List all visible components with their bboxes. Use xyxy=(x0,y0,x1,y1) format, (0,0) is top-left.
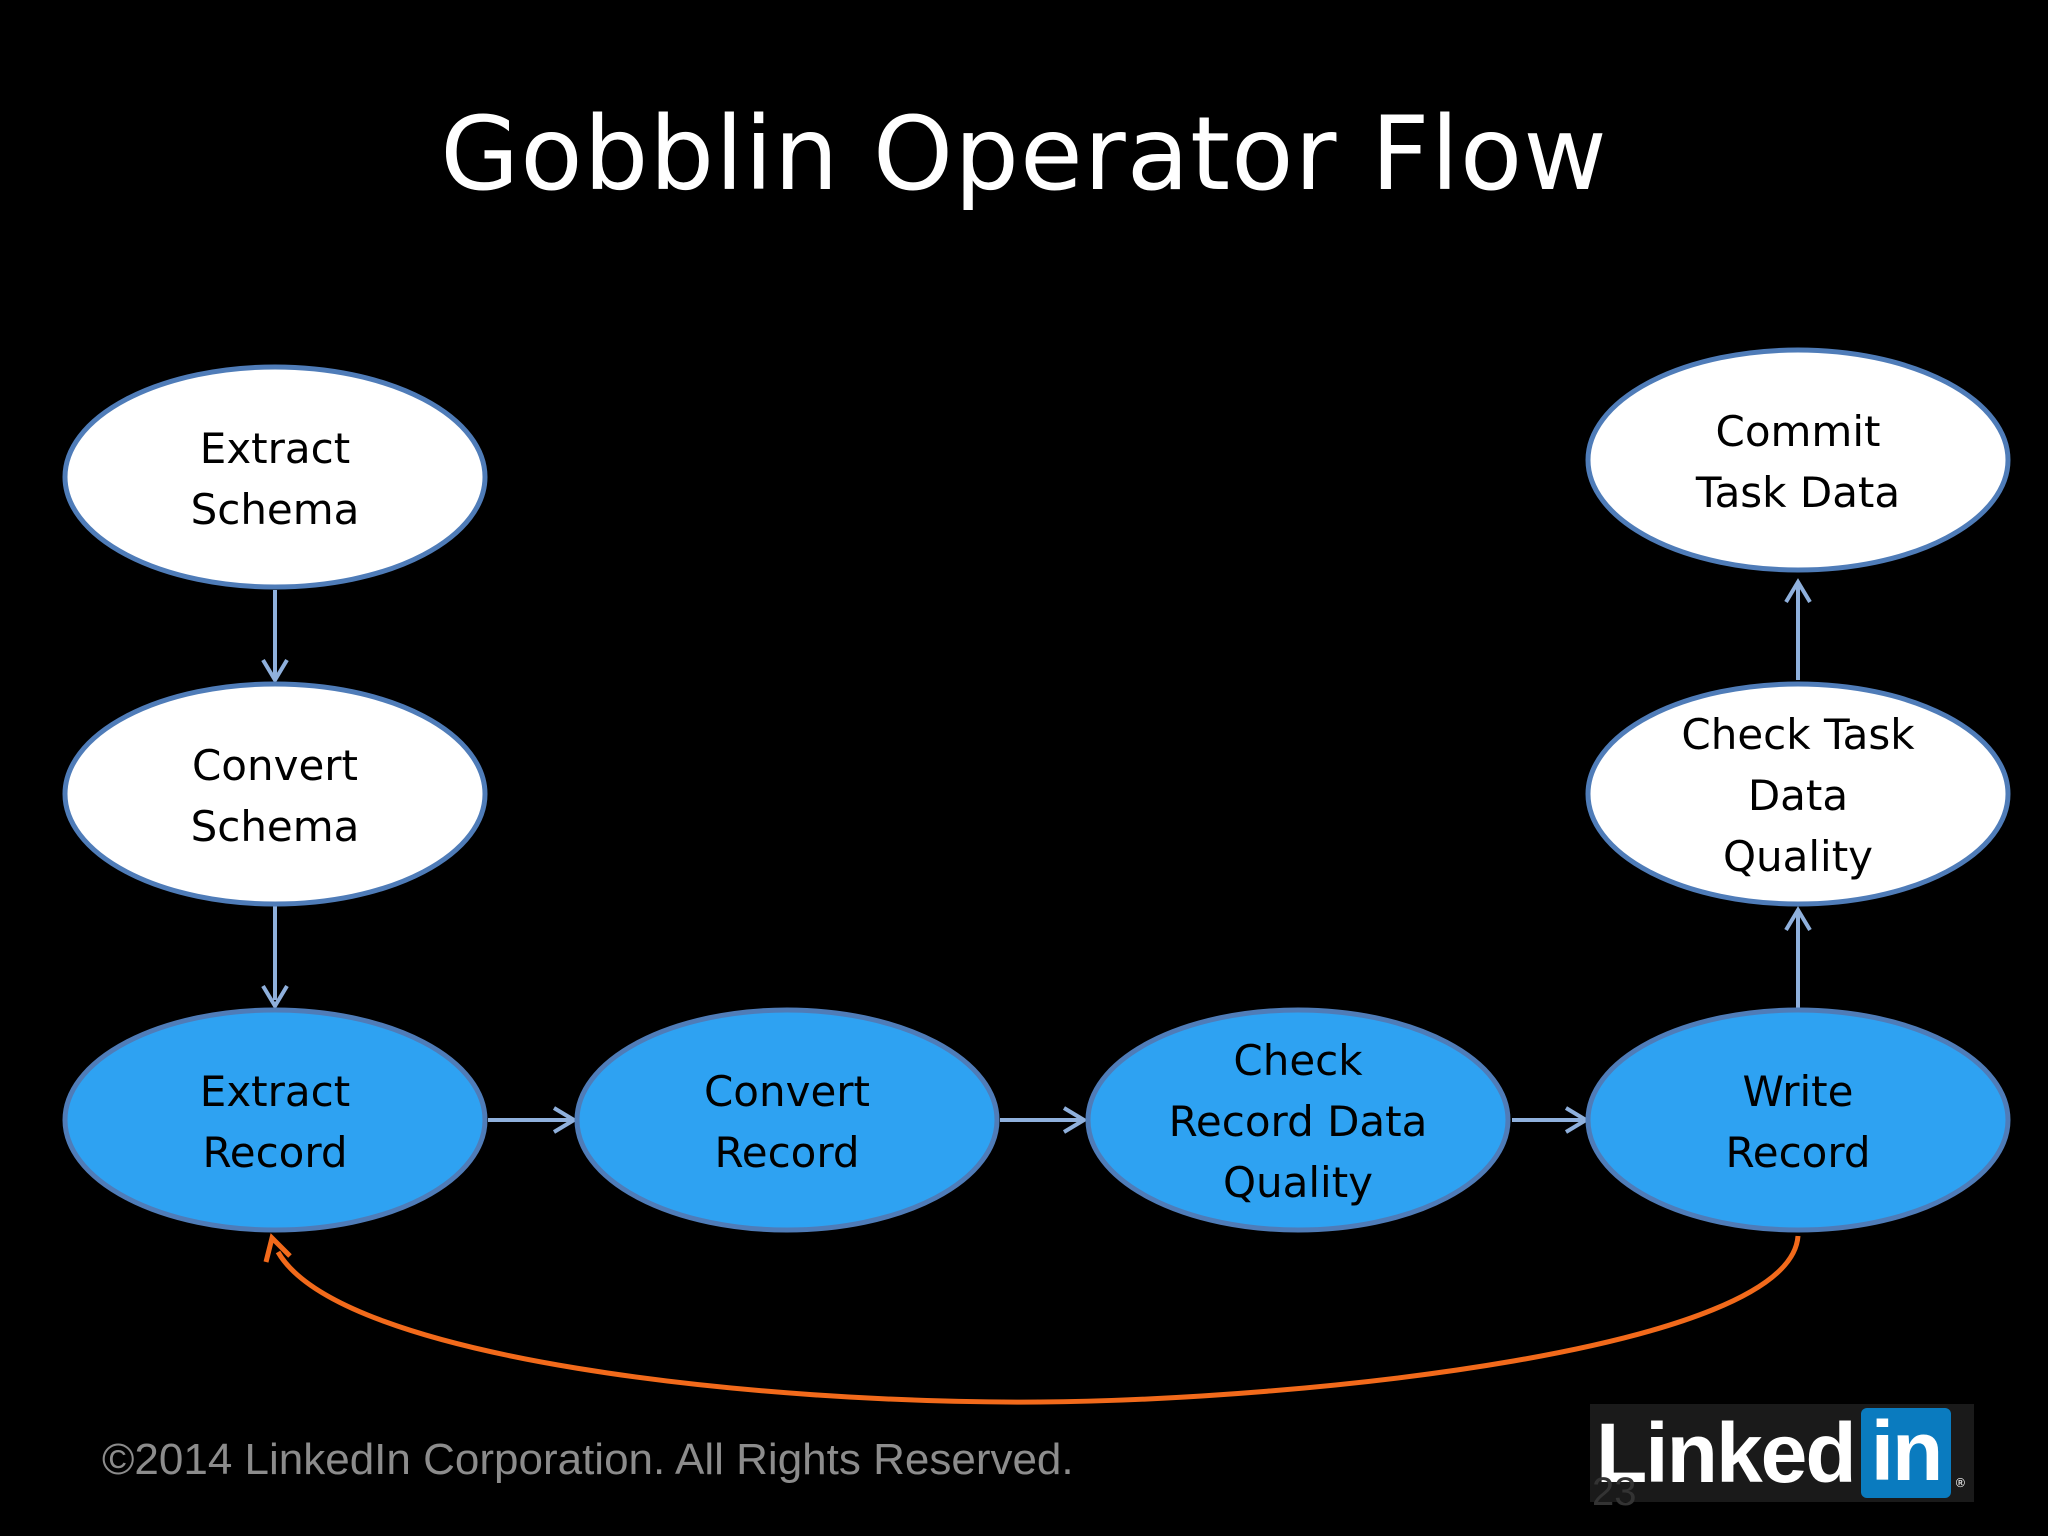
logo-in-box: in xyxy=(1860,1408,1952,1498)
arrow-head-4 xyxy=(1062,1106,1088,1134)
node-label-line: Schema xyxy=(191,802,360,851)
node-label-line: Data xyxy=(1748,771,1848,820)
node-label-line: Quality xyxy=(1723,832,1873,881)
node-commit-task-data: Commit Task Data xyxy=(1585,347,2011,573)
node-label-line: Record xyxy=(202,1128,347,1177)
node-extract-schema: Extract Schema xyxy=(62,364,488,590)
arrow-head-6 xyxy=(1784,906,1812,932)
node-label-line: Check xyxy=(1233,1036,1363,1085)
node-label-line: Task Data xyxy=(1695,468,1900,517)
node-label-line: Check Task xyxy=(1681,710,1915,759)
node-label-line: Convert xyxy=(192,741,358,790)
page-number: 23 xyxy=(1592,1470,1637,1514)
node-label-line: Quality xyxy=(1223,1158,1373,1207)
node-label-line: Record Data xyxy=(1169,1097,1428,1146)
node-label-line: Extract xyxy=(200,1067,350,1116)
loop-arrow-head xyxy=(263,1233,292,1263)
loop-arrow-write-to-extract-record xyxy=(275,1235,1801,1405)
node-extract-record: Extract Record xyxy=(62,1007,488,1233)
arrow-head-3 xyxy=(552,1106,578,1134)
node-convert-schema: Convert Schema xyxy=(62,681,488,907)
node-convert-record: Convert Record xyxy=(574,1007,1000,1233)
node-label-line: Convert xyxy=(704,1067,870,1116)
linkedin-logo: Linked in ® xyxy=(1590,1404,1974,1502)
node-check-record-data-quality: Check Record Data Quality xyxy=(1085,1007,1511,1233)
node-label-line: Extract xyxy=(200,424,350,473)
node-label-line: Record xyxy=(1725,1128,1870,1177)
arrow-head-2 xyxy=(261,984,289,1010)
copyright-footer: ©2014 LinkedIn Corporation. All Rights R… xyxy=(102,1435,1074,1484)
logo-trademark: ® xyxy=(1954,1476,1967,1490)
node-write-record: Write Record xyxy=(1585,1007,2011,1233)
arrow-head-7 xyxy=(1784,578,1812,604)
node-check-task-data-quality: Check Task Data Quality xyxy=(1585,681,2011,907)
slide-title: Gobblin Operator Flow xyxy=(440,95,1608,214)
node-label-line: Commit xyxy=(1716,407,1881,456)
logo-word: Linked xyxy=(1596,1405,1857,1500)
arrow-head-1 xyxy=(261,658,289,684)
node-label-line: Schema xyxy=(191,485,360,534)
node-label-line: Record xyxy=(714,1128,859,1177)
node-label-line: Write xyxy=(1743,1067,1854,1116)
